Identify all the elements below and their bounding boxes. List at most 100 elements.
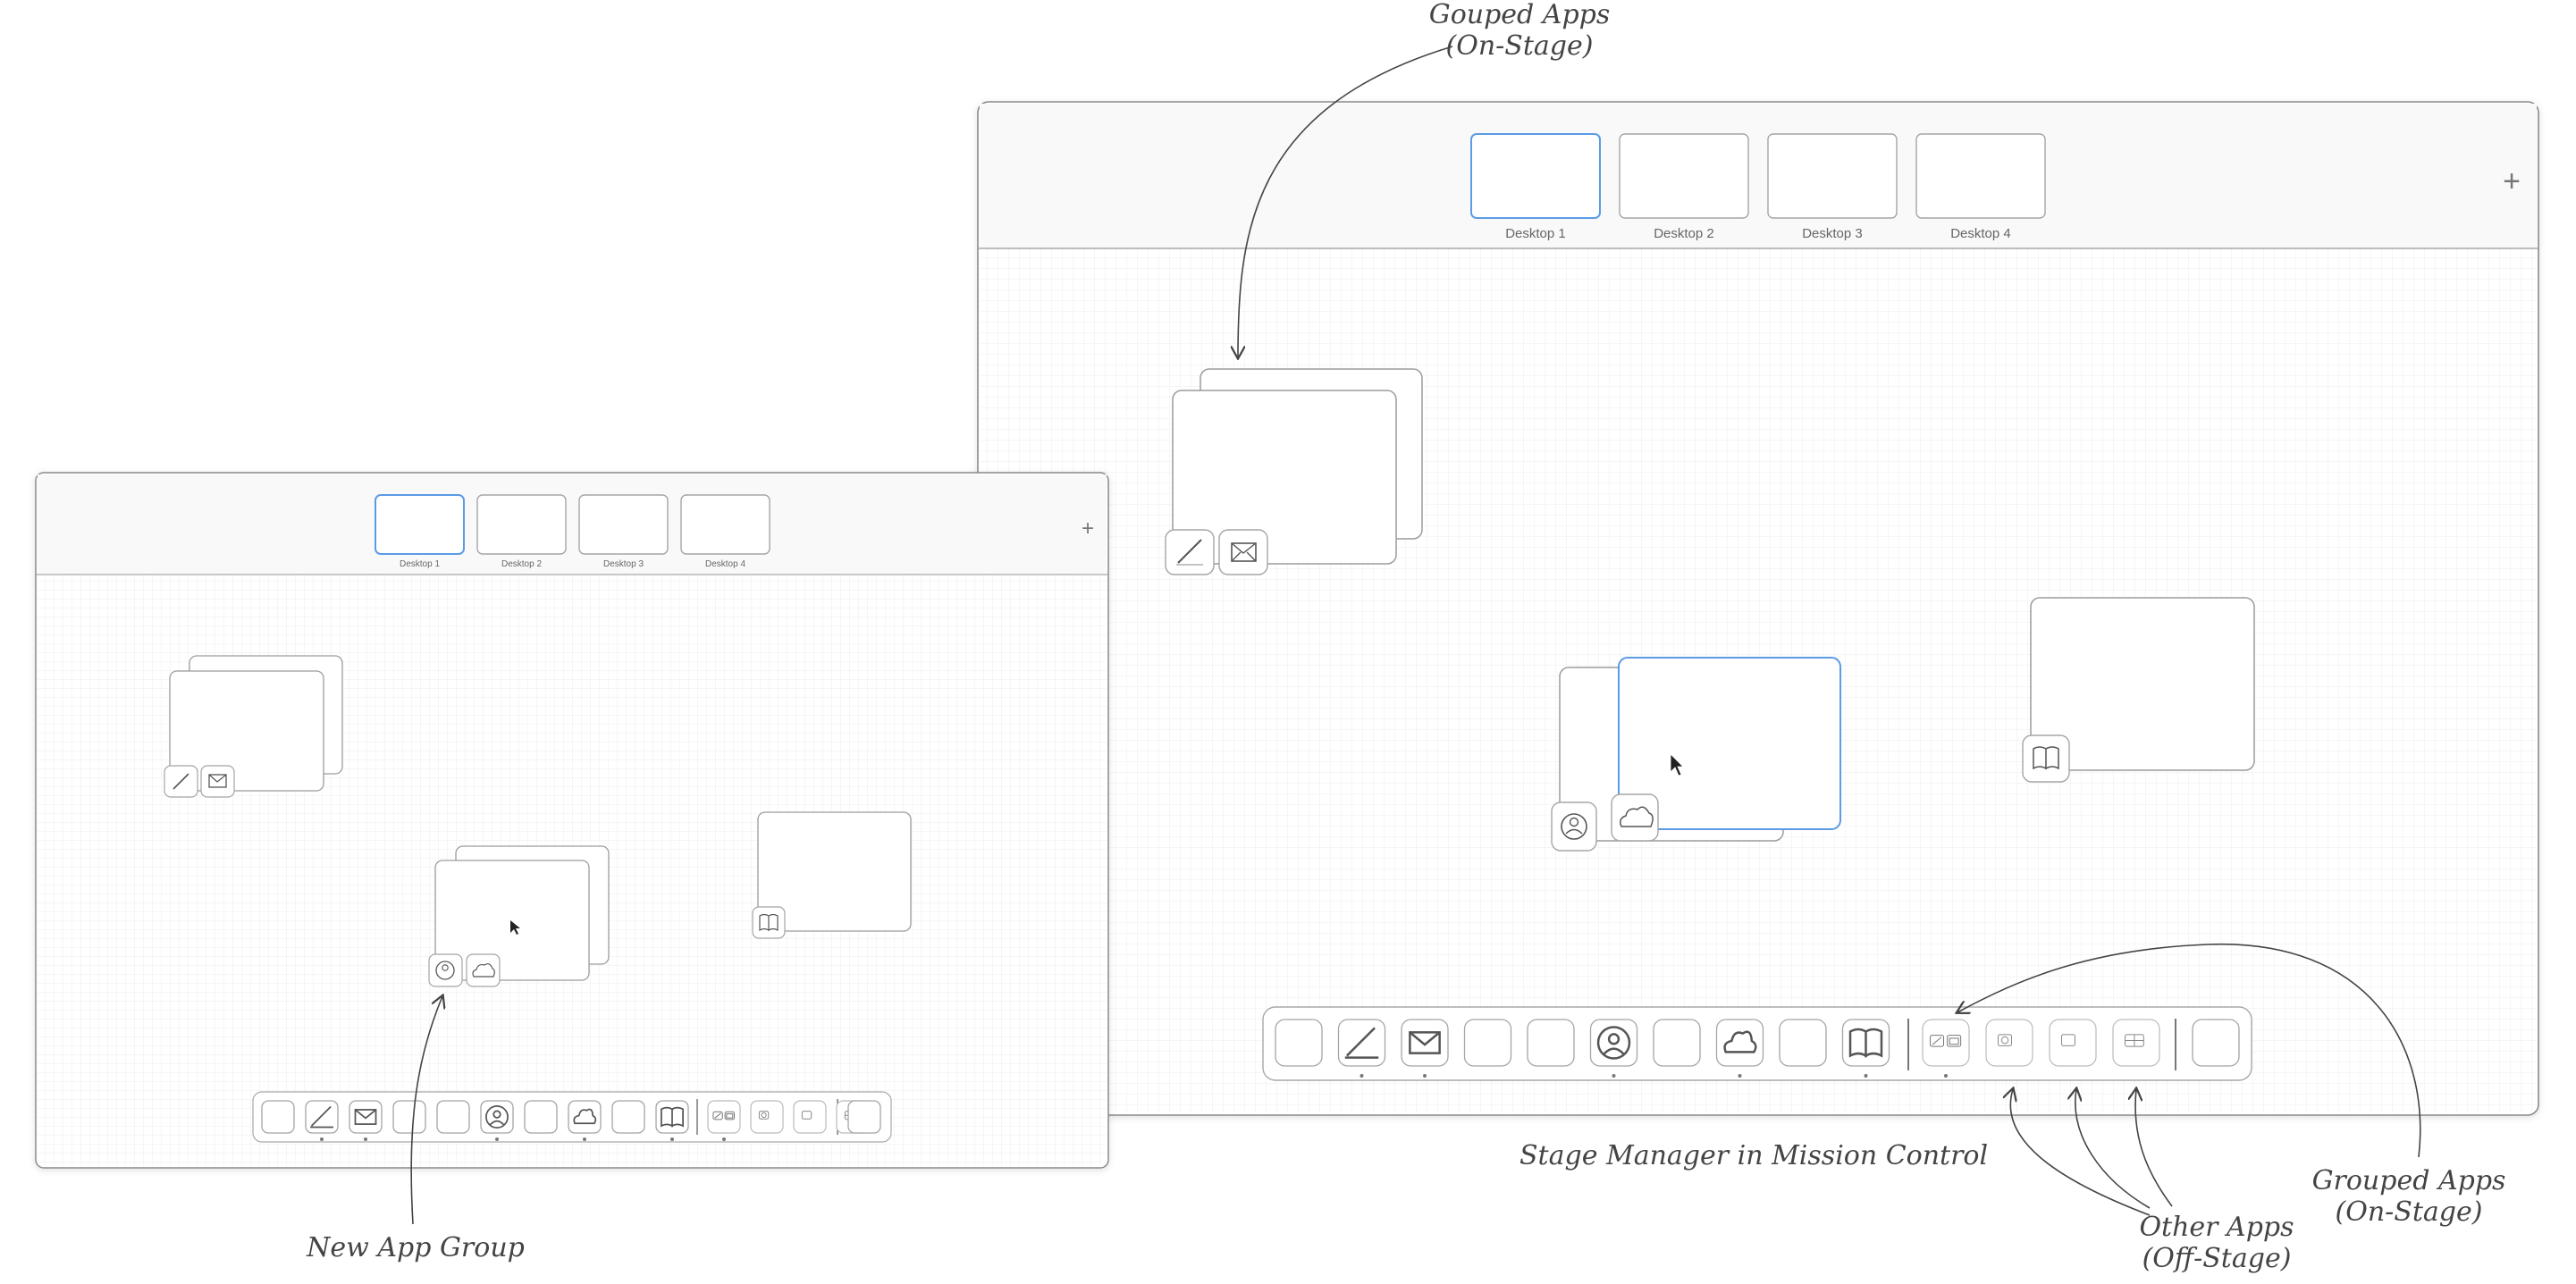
dock-app-tile[interactable] (1401, 1019, 1449, 1078)
arrow-new-app-group (410, 996, 442, 1225)
dock-app-tile[interactable] (1337, 1019, 1386, 1078)
dock-app-tile[interactable] (480, 1100, 514, 1141)
arrow-other-apps-3 (2135, 1089, 2173, 1207)
annotation-other-apps: Other Apps (Off-Stage) (2139, 1212, 2294, 1274)
desktop-label: Desktop 3 (1802, 226, 1863, 241)
small-pencil-badge (164, 765, 198, 798)
dock-offstage-group[interactable] (707, 1100, 741, 1141)
running-indicator (722, 1137, 726, 1141)
desktop-thumbnail-3[interactable]: Desktop 3 (578, 494, 669, 569)
big-book-badge (2022, 734, 2070, 783)
desktop-thumbnail-4[interactable]: Desktop 4 (1915, 133, 2046, 241)
annotation-stage-manager: Stage Manager in Mission Control (1520, 1140, 1989, 1171)
big-app-group-pencil-mail[interactable] (1172, 368, 1423, 565)
person-mini-icon (1998, 1034, 2012, 1046)
small-add-desktop-button[interactable]: + (1082, 516, 1094, 541)
arrow-grouped-right (1957, 944, 2421, 1158)
grid-mini-icon (2125, 1034, 2144, 1047)
dock-app-tile[interactable] (1275, 1019, 1323, 1067)
arrow-other-apps-2 (2075, 1089, 2151, 1209)
pencil-mail-group-icon (1930, 1035, 1962, 1047)
cloud-icon (573, 1108, 597, 1125)
pencil-icon (310, 1105, 333, 1129)
mail-icon (354, 1109, 377, 1125)
running-indicator (1944, 1074, 1948, 1078)
desktop-thumbnail-2[interactable]: Desktop 2 (1619, 133, 1749, 241)
small-book-badge (752, 906, 786, 939)
big-add-desktop-button[interactable]: + (2503, 164, 2521, 198)
running-indicator (1360, 1074, 1364, 1078)
running-indicator (364, 1137, 367, 1141)
small-dock-items (261, 1100, 881, 1141)
desktop-thumbnail-2[interactable]: Desktop 2 (476, 494, 567, 569)
big-app-group-contacts-weather[interactable] (1559, 657, 1841, 842)
running-indicator (1738, 1074, 1742, 1078)
annotation-new-app-group: New App Group (307, 1232, 525, 1263)
small-weather-badge (466, 953, 501, 987)
big-pencil-badge (1165, 529, 1215, 575)
running-indicator (495, 1137, 499, 1141)
desktop-thumbnail-1[interactable]: Desktop 1 (375, 494, 465, 569)
desktop-thumbnail-3[interactable]: Desktop 3 (1767, 133, 1898, 241)
dock-trash-tile[interactable] (2192, 1019, 2240, 1067)
dock-app-tile[interactable] (1653, 1019, 1701, 1067)
dock-app-tile[interactable] (1779, 1019, 1827, 1067)
small-app-group-pencil-mail[interactable] (169, 655, 343, 792)
dock-offstage-group[interactable] (793, 1100, 827, 1134)
book-icon (1848, 1028, 1883, 1058)
desktop-label: Desktop 3 (603, 559, 644, 569)
dock-app-tile[interactable] (1841, 1019, 1890, 1078)
big-dock-items (1275, 1019, 2240, 1078)
dock-app-tile[interactable] (436, 1100, 470, 1134)
dock-app-tile[interactable] (655, 1100, 689, 1141)
person-icon (1596, 1026, 1631, 1060)
mail-icon (1409, 1031, 1441, 1054)
small-mouse-cursor (510, 920, 520, 935)
dock-app-tile[interactable] (611, 1100, 645, 1134)
dock-trash-tile[interactable] (847, 1100, 881, 1134)
dock-app-tile[interactable] (1463, 1019, 1512, 1067)
dock-app-tile[interactable] (568, 1100, 602, 1141)
small-book-app-window[interactable] (757, 811, 912, 932)
desktop-label: Desktop 1 (400, 559, 440, 569)
small-app-group-contacts-weather[interactable] (434, 845, 610, 981)
dock-offstage-group[interactable] (2112, 1019, 2160, 1067)
person-mini-icon (758, 1111, 770, 1120)
small-mission-control-window (35, 472, 1109, 1169)
desktop-label: Desktop 4 (1950, 226, 2011, 241)
running-indicator (320, 1137, 324, 1141)
dock-offstage-group[interactable] (750, 1100, 784, 1134)
running-indicator (1423, 1074, 1427, 1078)
desktop-thumbnail-1[interactable]: Desktop 1 (1470, 133, 1601, 241)
big-person-badge (1551, 801, 1597, 852)
dock-app-tile[interactable] (392, 1100, 426, 1134)
square-mini-icon (801, 1111, 812, 1120)
small-mail-badge (200, 765, 235, 798)
dock-app-tile[interactable] (261, 1100, 295, 1134)
pencil-mail-group-icon (712, 1111, 736, 1120)
running-indicator (583, 1137, 586, 1141)
arrow-other-apps-1 (2010, 1089, 2151, 1216)
desktop-thumbnail-4[interactable]: Desktop 4 (680, 494, 770, 569)
running-indicator (670, 1137, 674, 1141)
running-indicator (1864, 1074, 1868, 1078)
big-mouse-cursor (1670, 753, 1684, 776)
dock-app-tile[interactable] (1715, 1019, 1764, 1078)
dock-app-tile[interactable] (1527, 1019, 1575, 1067)
dock-app-tile[interactable] (1589, 1019, 1638, 1078)
annotation-grouped-top: Gouped Apps (On-Stage) (1428, 0, 1611, 62)
cloud-icon (1723, 1030, 1757, 1053)
dock-offstage-group[interactable] (1985, 1019, 2033, 1067)
running-indicator (1612, 1074, 1616, 1078)
annotation-grouped-right: Grouped Apps (On-Stage) (2311, 1165, 2506, 1228)
desktop-label: Desktop 2 (501, 559, 542, 569)
big-mail-badge (1218, 529, 1268, 575)
dock-app-tile[interactable] (349, 1100, 383, 1141)
dock-offstage-group[interactable] (1922, 1019, 1970, 1078)
dock-offstage-group[interactable] (2049, 1019, 2097, 1067)
big-book-app-window[interactable] (2030, 597, 2255, 771)
dock-app-tile[interactable] (305, 1100, 339, 1141)
big-mission-control-window (977, 101, 2539, 1116)
dock-app-tile[interactable] (524, 1100, 558, 1134)
